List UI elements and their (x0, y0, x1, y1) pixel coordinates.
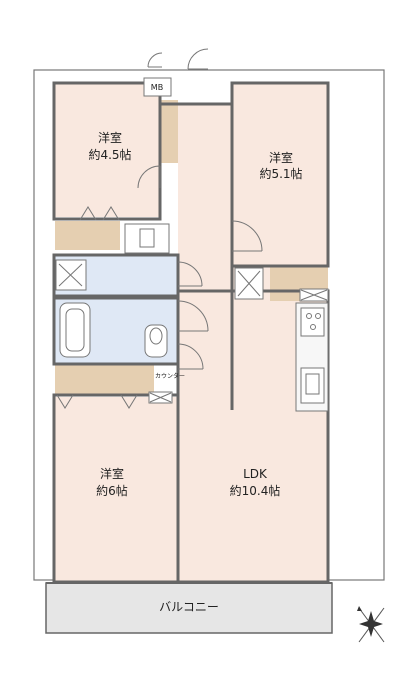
bathtub (59, 302, 91, 358)
hallway-fill (178, 104, 232, 291)
room-2-walls (230, 81, 330, 268)
kitchen-sink (300, 367, 325, 404)
room-1-size: 約4.5帖 (88, 147, 131, 162)
stove (300, 307, 325, 337)
room-2-name: 洋室 (269, 150, 293, 165)
closet-bottom-marker-2 (120, 394, 138, 409)
ldk-name: LDK (243, 467, 268, 481)
closet-top-left (55, 221, 120, 250)
bath-walls (52, 296, 180, 366)
kitchen-utility-cross (237, 270, 261, 297)
hall-door-arc (177, 261, 203, 287)
entry-door-arc (187, 48, 209, 70)
mb-door-arc (147, 52, 163, 68)
entry-storage (161, 100, 178, 163)
western-room-2-fill (232, 83, 328, 266)
wash-walls (52, 253, 180, 298)
western-room-1-fill (55, 83, 160, 217)
stove-burner-2 (315, 313, 321, 319)
washbasin-counter (124, 223, 170, 254)
toilet (144, 324, 168, 358)
room-1-walls (52, 81, 162, 221)
closet-top-marker-1 (79, 206, 97, 221)
toilet-bowl (149, 327, 163, 345)
washbasin-bowl (139, 228, 155, 248)
wash-door-arc (177, 343, 204, 370)
room-1-door-arc (137, 165, 161, 189)
kitchen-side-cross (300, 289, 328, 301)
western-room-3-fill (55, 397, 178, 582)
room-3-size: 約6帖 (96, 483, 128, 498)
mb-box (143, 77, 172, 97)
room-1-name: 洋室 (98, 130, 122, 145)
ldk-size: 約10.4帖 (230, 483, 281, 498)
ldk-walls (176, 289, 330, 584)
north-compass-icon (357, 606, 385, 643)
bathtub-inner (65, 308, 85, 352)
mb-label: MB (151, 83, 163, 92)
bath-door-arc (177, 300, 209, 332)
balcony-area (45, 582, 333, 634)
room-2-door-arc (231, 220, 263, 252)
counter-shelf-cross (149, 392, 172, 403)
closet-top-marker-2 (102, 206, 120, 221)
balcony-label: バルコニー (159, 600, 219, 614)
washing-machine-cross (58, 263, 83, 287)
stove-burner-1 (306, 313, 312, 319)
closet-bottom-marker-1 (56, 394, 74, 409)
room-3-name: 洋室 (100, 466, 124, 481)
counter-label: カウンター (155, 372, 185, 380)
closet-bottom-left (55, 365, 154, 394)
kitchen-sink-basin (305, 373, 320, 395)
stove-burner-3 (310, 324, 316, 330)
room-2-size: 約5.1帖 (259, 166, 302, 181)
